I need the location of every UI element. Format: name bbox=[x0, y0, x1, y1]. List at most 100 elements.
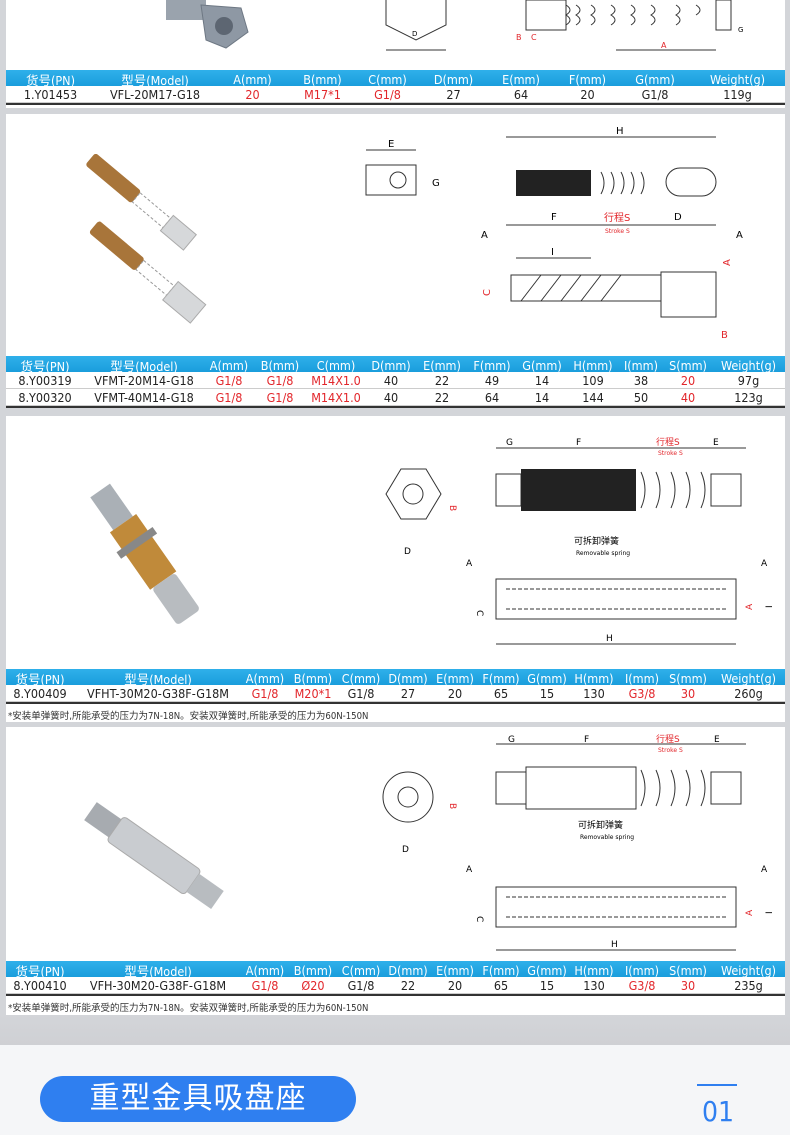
product-photo-vfh bbox=[84, 802, 224, 910]
column-header: 型号(Model) bbox=[124, 672, 192, 687]
svg-text:D: D bbox=[404, 547, 411, 557]
column-header: I(mm) bbox=[624, 671, 659, 686]
svg-text:D: D bbox=[674, 212, 682, 223]
svg-text:A: A bbox=[481, 230, 488, 241]
table-cell: 123g bbox=[734, 389, 763, 405]
column-header: F(mm) bbox=[568, 72, 607, 87]
pressure-note-3: *安装单弹簧时,所能承受的压力为7N-18N。安装双弹簧时,所能承受的压力为60… bbox=[8, 711, 369, 722]
table-cell: G1/8 bbox=[347, 977, 375, 993]
column-header: C(mm) bbox=[341, 671, 381, 686]
table-cell: 8.Y00409 bbox=[13, 685, 67, 701]
column-header: 型号(Model) bbox=[121, 73, 189, 88]
table-cell: M20*1 bbox=[294, 685, 332, 701]
column-header: Weight(g) bbox=[709, 72, 766, 87]
svg-text:E: E bbox=[713, 438, 719, 448]
svg-text:Stroke S: Stroke S bbox=[605, 228, 630, 235]
product-photo-vfl bbox=[166, 0, 249, 49]
table-cell: G1/8 bbox=[266, 372, 294, 388]
table-cell: 20 bbox=[680, 372, 696, 388]
table-cell: 27 bbox=[400, 685, 416, 701]
product-photo-vfht bbox=[90, 483, 199, 624]
svg-text:C: C bbox=[482, 289, 493, 296]
column-header: F(mm) bbox=[482, 963, 520, 978]
svg-text:B: B bbox=[721, 330, 728, 341]
table-cell: G1/8 bbox=[374, 86, 401, 102]
column-header: B(mm) bbox=[303, 72, 342, 87]
column-header: D(mm) bbox=[388, 671, 428, 686]
table-cell: 1.Y01453 bbox=[23, 86, 78, 102]
table-cell: 38 bbox=[633, 372, 649, 388]
table-cell: G1/8 bbox=[641, 86, 669, 102]
svg-text:Stroke S: Stroke S bbox=[658, 450, 683, 457]
column-header: 货号(PN) bbox=[15, 672, 65, 687]
svg-text:行程S: 行程S bbox=[656, 733, 680, 745]
table-cell: 65 bbox=[493, 685, 509, 701]
svg-text:C: C bbox=[531, 33, 537, 42]
svg-text:可拆卸弹簧: 可拆卸弹簧 bbox=[574, 535, 619, 547]
svg-text:C: C bbox=[474, 610, 484, 616]
table-cell: VFMT-40M14-G18 bbox=[94, 389, 194, 405]
svg-text:E: E bbox=[714, 735, 720, 745]
column-header: D(mm) bbox=[433, 72, 474, 87]
table-cell: G1/8 bbox=[215, 372, 243, 388]
svg-text:F: F bbox=[551, 212, 557, 223]
svg-text:E: E bbox=[388, 139, 394, 150]
svg-text:F: F bbox=[584, 735, 589, 745]
svg-text:H: H bbox=[616, 126, 624, 137]
table-header-row: 货号(PN)型号(Model)A(mm)B(mm)C(mm)D(mm)E(mm)… bbox=[6, 70, 785, 88]
column-header: A(mm) bbox=[209, 358, 249, 373]
table-cell: 8.Y00320 bbox=[18, 389, 72, 405]
column-header: H(mm) bbox=[573, 358, 613, 373]
table-bottom-rule bbox=[6, 406, 785, 408]
column-header: B(mm) bbox=[293, 963, 333, 978]
spec-table-1: 货号(PN)型号(Model)A(mm)B(mm)C(mm)D(mm)E(mm)… bbox=[6, 70, 785, 105]
column-header: D(mm) bbox=[371, 358, 411, 373]
section-number-rule bbox=[697, 1084, 737, 1086]
svg-text:F: F bbox=[576, 438, 581, 448]
section-number: 01 bbox=[701, 1095, 735, 1128]
svg-text:G: G bbox=[432, 178, 440, 189]
drawing-vfh: D G F 行程S Stroke S E B A A 可拆卸弹簧 Removab… bbox=[382, 733, 775, 951]
table-cell: 235g bbox=[734, 977, 763, 993]
column-header: 货号(PN) bbox=[15, 964, 65, 979]
column-header: A(mm) bbox=[233, 72, 272, 87]
table-bottom-rule bbox=[6, 994, 785, 996]
column-header: 货号(PN) bbox=[26, 73, 75, 88]
column-header: H(mm) bbox=[574, 671, 614, 686]
table-header-row: 货号(PN)型号(Model)A(mm)B(mm)C(mm)D(mm)E(mm)… bbox=[6, 961, 785, 979]
svg-text:I: I bbox=[765, 911, 775, 914]
column-header: 型号(Model) bbox=[124, 964, 192, 979]
table-cell: 14 bbox=[534, 389, 550, 405]
table-cell: 20 bbox=[447, 977, 463, 993]
column-header: F(mm) bbox=[473, 358, 511, 373]
table-cell: VFMT-20M14-G18 bbox=[94, 372, 194, 388]
column-header: B(mm) bbox=[260, 358, 300, 373]
column-header: C(mm) bbox=[316, 358, 356, 373]
svg-text:A: A bbox=[466, 559, 473, 569]
table-cell: 40 bbox=[383, 372, 399, 388]
svg-text:A: A bbox=[761, 559, 768, 569]
table-cell: 20 bbox=[245, 86, 260, 102]
table-header-row: 货号(PN)型号(Model)A(mm)B(mm)C(mm)D(mm)E(mm)… bbox=[6, 356, 785, 374]
svg-text:A: A bbox=[761, 865, 768, 875]
table-cell: 8.Y00410 bbox=[13, 977, 67, 993]
table-cell: 64 bbox=[513, 86, 529, 102]
table-cell: 65 bbox=[493, 977, 509, 993]
svg-text:G: G bbox=[508, 735, 515, 745]
column-header: Weight(g) bbox=[720, 358, 777, 373]
column-header: C(mm) bbox=[368, 72, 407, 87]
svg-text:Stroke S: Stroke S bbox=[658, 747, 683, 754]
column-header: 型号(Model) bbox=[110, 359, 178, 374]
table-bottom-rule bbox=[6, 702, 785, 704]
table-cell: 49 bbox=[484, 372, 500, 388]
svg-text:C: C bbox=[474, 916, 484, 922]
table-cell: 130 bbox=[583, 977, 605, 993]
table-header-row: 货号(PN)型号(Model)A(mm)B(mm)C(mm)D(mm)E(mm)… bbox=[6, 669, 785, 687]
product-panel-2: E G H F 行程S Stroke S D A A I C A B 货号(PN… bbox=[6, 114, 785, 408]
table-bottom-rule bbox=[6, 103, 785, 105]
column-header: B(mm) bbox=[293, 671, 333, 686]
